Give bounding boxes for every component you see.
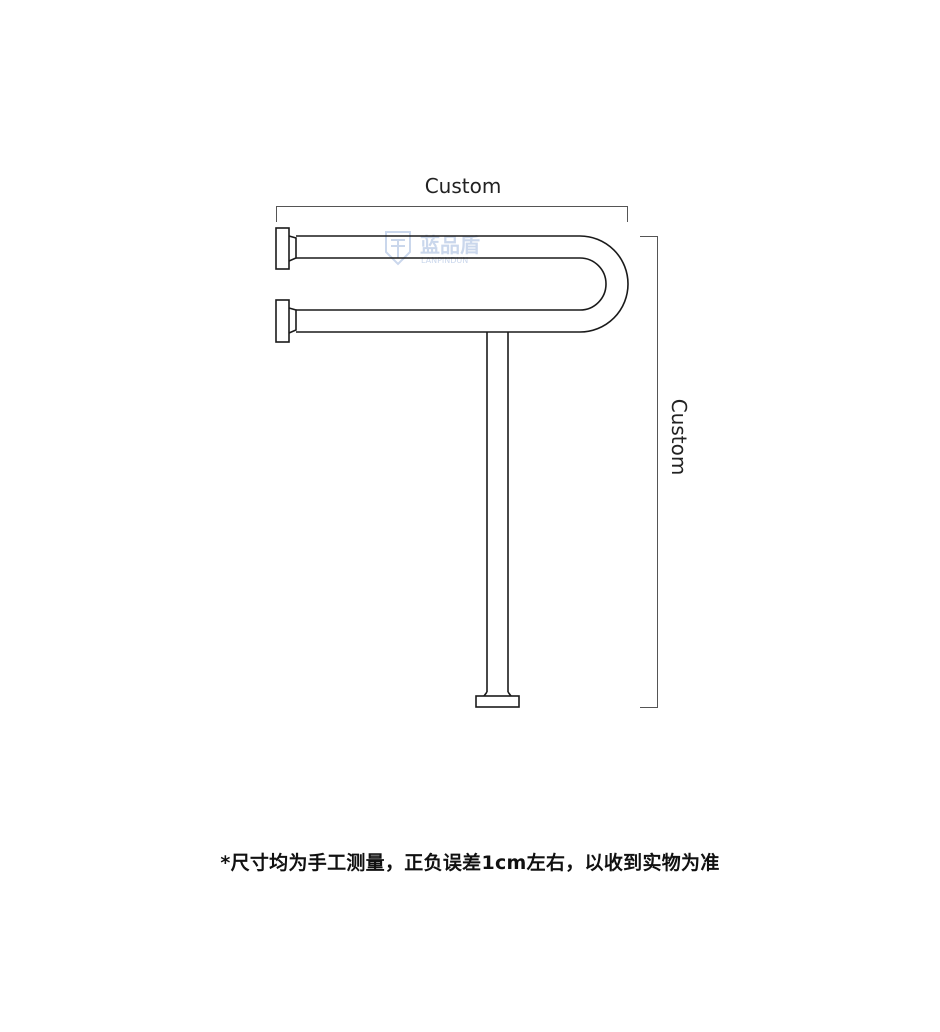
width-dimension	[276, 206, 628, 222]
measurement-disclaimer: *尺寸均为手工测量，正负误差1cm左右，以收到实物为准	[220, 852, 720, 874]
u-tube-inner	[296, 257, 607, 311]
floor-foot-plate	[475, 695, 520, 708]
brand-watermark: 蓝品盾 LANPINDUN	[385, 231, 480, 266]
bottom-flange-base	[288, 307, 297, 334]
width-dimension-label: Custom	[425, 174, 502, 198]
bottom-wall-flange	[275, 299, 290, 343]
height-dimension	[640, 236, 658, 708]
watermark-brand-pinyin: LANPINDUN	[421, 256, 468, 265]
watermark-brand-cn: 蓝品盾	[420, 233, 480, 257]
grab-bar	[275, 227, 629, 708]
top-wall-flange	[275, 227, 290, 270]
top-flange-base	[288, 235, 297, 262]
height-dimension-label: Custom	[667, 399, 691, 476]
u-tube-outer	[296, 235, 629, 333]
